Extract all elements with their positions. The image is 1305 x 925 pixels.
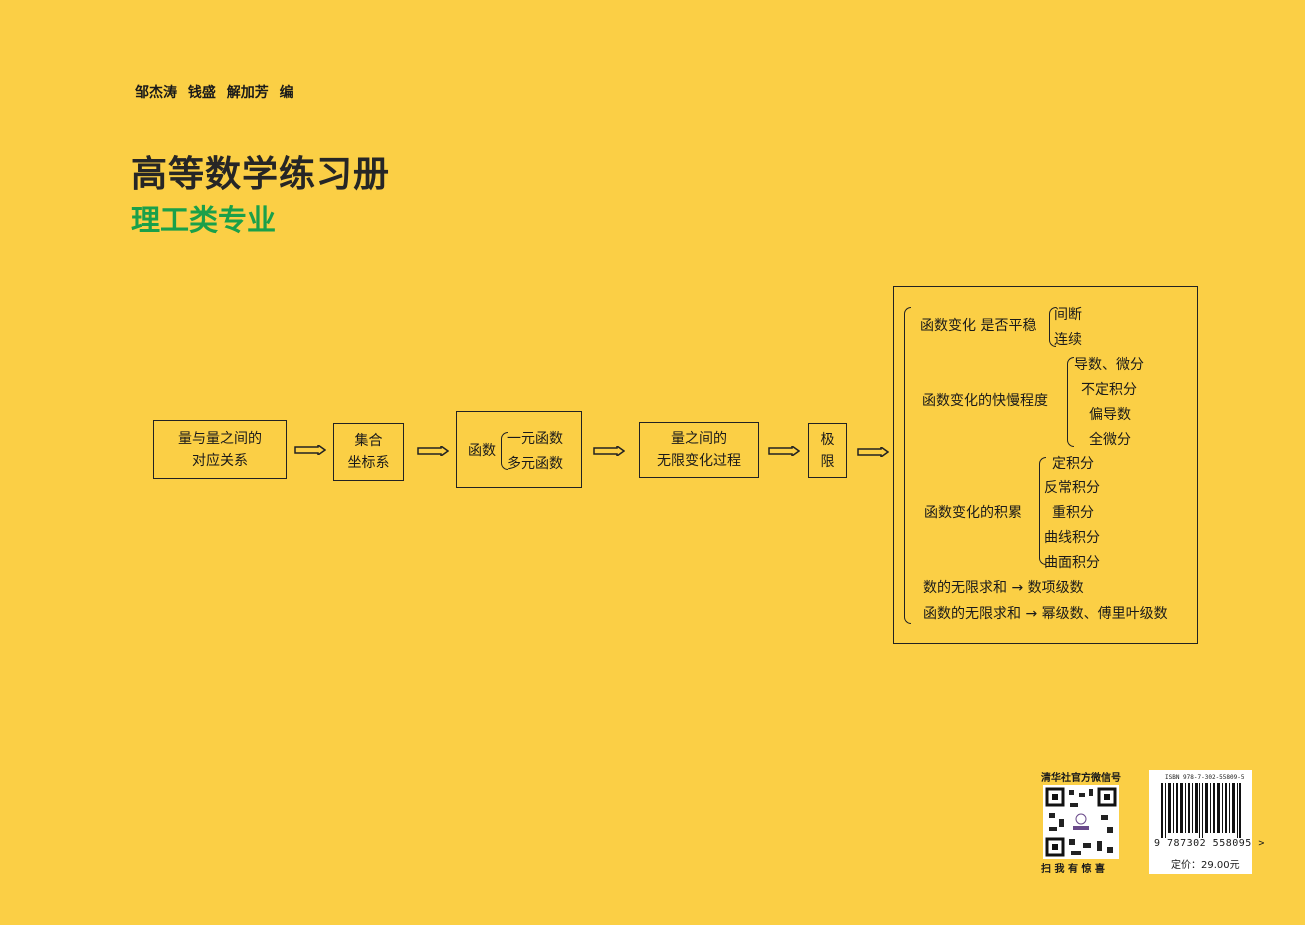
authors: 邹杰涛 钱盛 解加芳 编 <box>135 85 294 101</box>
text: 无限变化过程 <box>657 453 741 469</box>
isbn: ISBN 978-7-302-55809-5 <box>1165 774 1245 781</box>
arrow-icon <box>294 445 326 455</box>
text: 量与量之间的 <box>178 430 262 447</box>
qr-caption: 扫 我 有 惊 喜 <box>1041 864 1105 875</box>
book-title: 高等数学练习册 <box>131 154 391 195</box>
flow-box-function: 函数 一元函数 多元函数 <box>456 411 582 488</box>
text: 极 <box>820 431 835 448</box>
brace-icon <box>1039 457 1046 565</box>
brace-icon <box>904 307 911 624</box>
text: 连续 <box>1054 332 1082 348</box>
barcode-icon <box>1161 783 1241 838</box>
flow-box-set: 集合坐标系 <box>333 423 404 481</box>
text: 集合 <box>354 433 383 449</box>
flow-box-process: 量之间的无限变化过程 <box>639 422 759 478</box>
price: 定价：29.00元 <box>1171 860 1240 871</box>
text: 导数、微分 <box>1074 357 1144 373</box>
arrow-icon <box>593 446 625 456</box>
text: 不定积分 <box>1081 382 1137 398</box>
barcode-digits: 9 787302 558095 > <box>1154 838 1265 849</box>
text: 函数变化的快慢程度 <box>922 393 1048 409</box>
arrow-icon <box>768 446 800 456</box>
text: 量之间的 <box>671 431 727 447</box>
brace-icon <box>501 432 508 470</box>
text: 一元函数 <box>507 431 563 447</box>
text: 曲面积分 <box>1044 555 1100 571</box>
text: 函数 <box>468 443 496 459</box>
text: 全微分 <box>1089 432 1131 448</box>
text: 函数变化 是否平稳 <box>920 318 1037 334</box>
text: 重积分 <box>1052 505 1094 521</box>
qr-code[interactable] <box>1043 785 1119 859</box>
text: 定积分 <box>1052 456 1094 472</box>
text: 多元函数 <box>507 456 563 472</box>
text: 间断 <box>1054 307 1082 323</box>
text: 函数变化的积累 <box>924 505 1022 521</box>
text: 限 <box>820 453 835 470</box>
flow-box-limit: 极限 <box>808 423 847 478</box>
arrow-icon <box>857 447 889 457</box>
text: 坐标系 <box>347 455 390 471</box>
flow-box-correspondence: 量与量之间的对应关系 <box>153 420 287 479</box>
limit-concepts-box: 函数变化 是否平稳 间断 连续 函数变化的快慢程度 导数、微分 不定积分 偏导数… <box>893 286 1198 644</box>
book-subtitle: 理工类专业 <box>131 203 277 237</box>
text: 对应关系 <box>192 452 248 469</box>
barcode-label: ISBN 978-7-302-55809-5 9 787302 558095 >… <box>1149 770 1264 874</box>
text: 数的无限求和 → 数项级数 <box>923 580 1084 596</box>
brace-icon <box>1049 307 1056 347</box>
text: 函数的无限求和 → 幂级数、傅里叶级数 <box>923 606 1168 622</box>
text: 偏导数 <box>1089 407 1131 423</box>
text: 反常积分 <box>1044 480 1100 496</box>
qr-code-icon <box>1045 787 1117 857</box>
arrow-icon <box>417 446 449 456</box>
qr-title: 清华社官方微信号 <box>1041 773 1121 784</box>
brace-icon <box>1067 357 1074 447</box>
text: 曲线积分 <box>1044 530 1100 546</box>
